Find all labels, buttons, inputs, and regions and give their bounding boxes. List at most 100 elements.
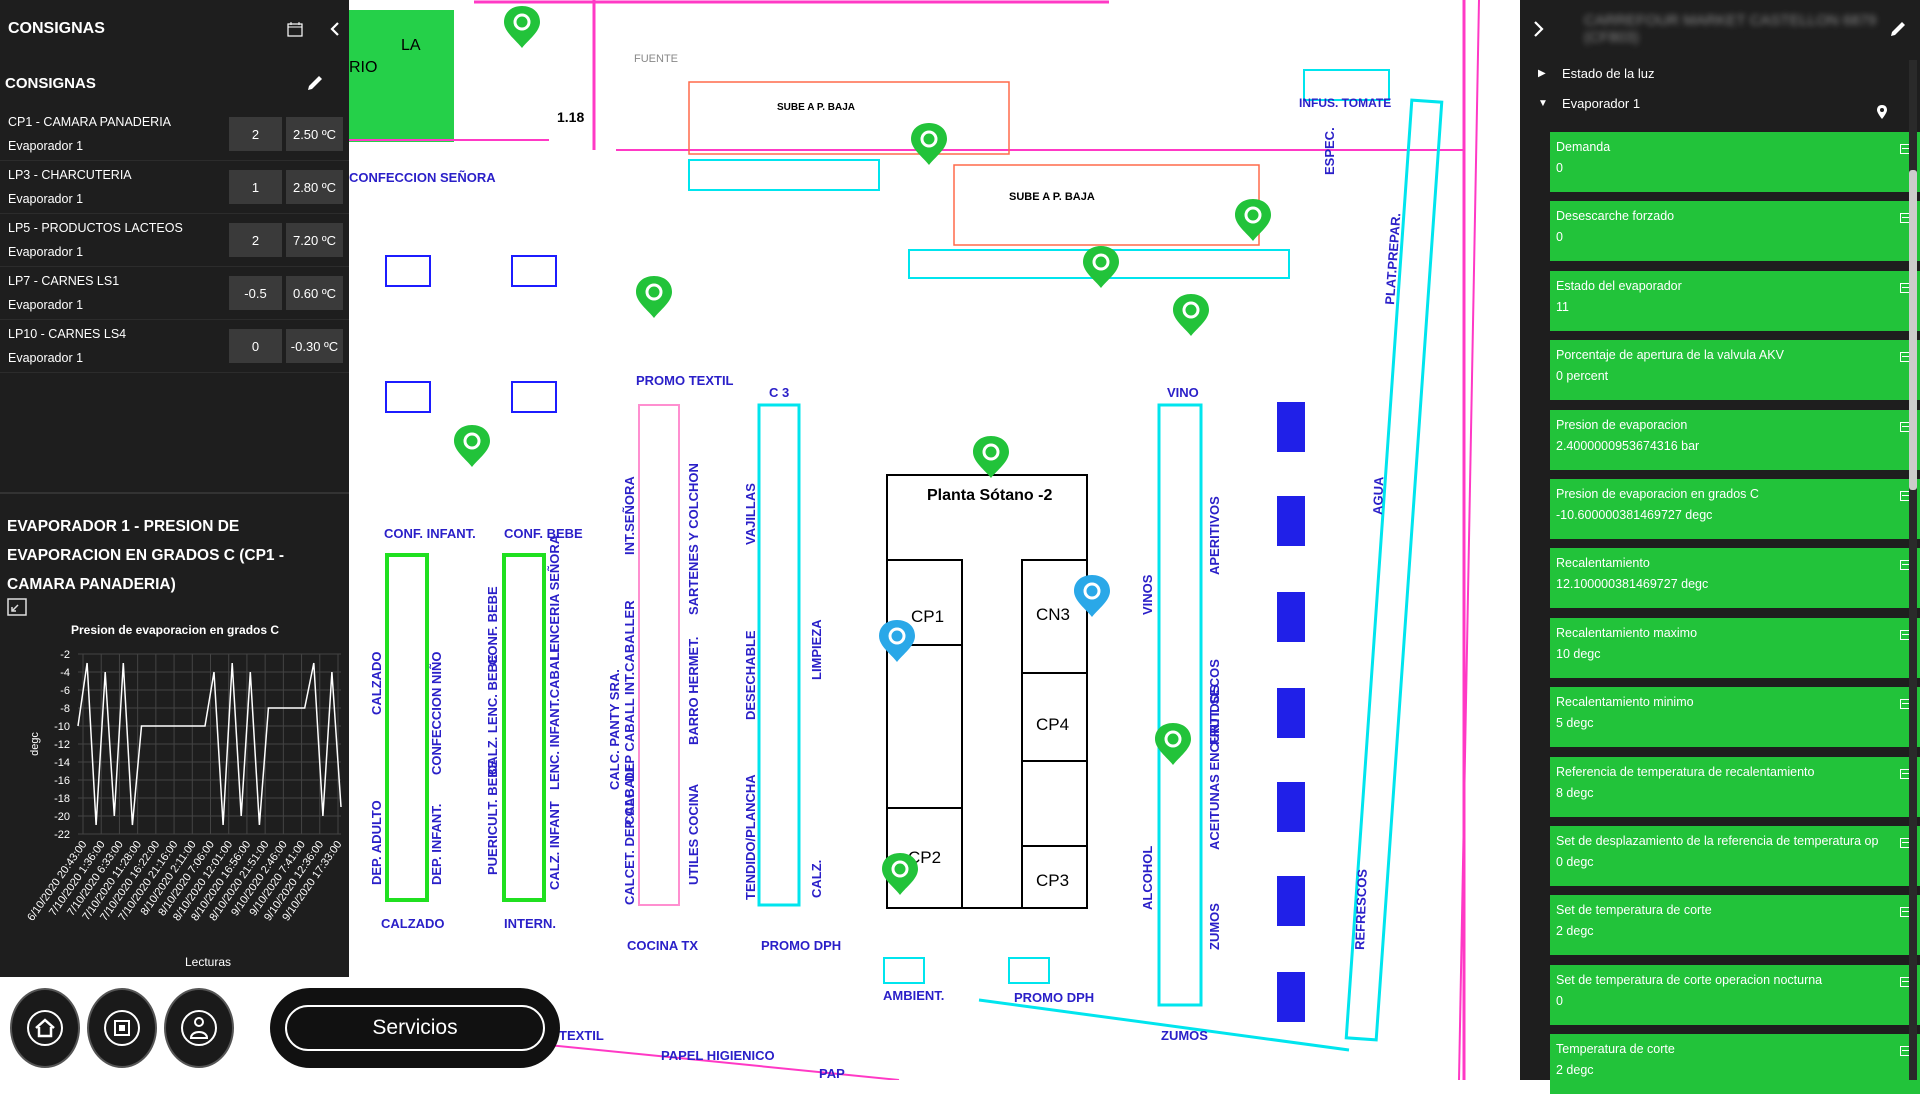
calendar-icon[interactable] bbox=[287, 21, 303, 37]
sensor-pin[interactable] bbox=[911, 123, 947, 165]
selected-sensor-pin[interactable] bbox=[879, 620, 915, 662]
edit-icon[interactable] bbox=[305, 73, 325, 93]
panel-title: CONSIGNAS bbox=[8, 20, 105, 37]
setpoint-value[interactable]: 1 bbox=[229, 170, 282, 204]
sensor-pin[interactable] bbox=[1173, 294, 1209, 336]
chevron-left-icon[interactable] bbox=[329, 21, 341, 37]
chart-section-title: EVAPORADOR 1 - PRESION DE EVAPORACION EN… bbox=[7, 518, 285, 593]
tree-item[interactable]: ▶Estado de la luz bbox=[1520, 58, 1920, 88]
label-calz: CALZ. bbox=[809, 860, 824, 898]
y-tick-label: -16 bbox=[54, 775, 70, 787]
pallet bbox=[1277, 972, 1305, 1022]
setpoint-value[interactable]: 2 bbox=[229, 117, 282, 151]
setpoint-value[interactable]: -0.5 bbox=[229, 276, 282, 310]
variable-value: 11 bbox=[1556, 299, 1569, 314]
shelf-cyan bbox=[1344, 98, 1444, 1042]
setpoint-sub: Evaporador 1 bbox=[8, 351, 84, 365]
variable-card[interactable]: Set de temperatura de corte operacion no… bbox=[1550, 964, 1920, 1025]
label-cocina: COCINA TX bbox=[627, 938, 698, 953]
label-cp3: CP3 bbox=[1036, 871, 1069, 890]
variable-value: 0 bbox=[1556, 161, 1563, 175]
y-tick-label: -8 bbox=[60, 703, 70, 715]
y-tick-label: -14 bbox=[54, 757, 70, 769]
pallet bbox=[1277, 496, 1305, 546]
sensor-pin[interactable] bbox=[504, 6, 540, 48]
setpoint-value[interactable]: 2 bbox=[229, 223, 282, 257]
tree-label: Evaporador 1 bbox=[1562, 95, 1641, 111]
variable-label: Presion de evaporacion bbox=[1556, 417, 1688, 432]
setpoint-name: LP3 - CHARCUTERIA bbox=[8, 168, 132, 182]
setpoint-name: LP5 - PRODUCTOS LACTEOS bbox=[8, 221, 183, 235]
variable-card[interactable]: Porcentaje de apertura de la valvula AKV… bbox=[1550, 340, 1920, 401]
services-button[interactable]: Servicios bbox=[270, 988, 560, 1068]
variable-label: Recalentamiento minimo bbox=[1556, 695, 1694, 710]
label-aperitivos: APERITIVOS bbox=[1207, 496, 1222, 575]
label-la: LA bbox=[401, 37, 421, 54]
label-cp1: CP1 bbox=[911, 607, 944, 626]
escalator bbox=[688, 159, 880, 191]
label-int-senora: INT.SEÑORA bbox=[622, 476, 637, 555]
sensor-pin[interactable] bbox=[882, 853, 918, 895]
section-header: CONSIGNAS bbox=[0, 58, 349, 108]
series-line bbox=[77, 662, 342, 826]
label-calc-panty: CALC. PANTY SRA. bbox=[607, 669, 622, 790]
variable-card[interactable]: Set de desplazamiento de la referencia d… bbox=[1550, 826, 1920, 886]
stairs-down bbox=[953, 164, 1260, 246]
variable-label: Desescarche forzado bbox=[1556, 209, 1675, 224]
variable-value: 12.100000381469727 degc bbox=[1556, 577, 1709, 592]
sensor-pin[interactable] bbox=[973, 436, 1009, 478]
display-unit bbox=[511, 381, 557, 413]
home-button[interactable] bbox=[10, 988, 80, 1068]
scrollbar[interactable] bbox=[1909, 60, 1917, 1080]
y-tick-label: -22 bbox=[54, 829, 70, 841]
pallet bbox=[1277, 782, 1305, 832]
pallet bbox=[1277, 876, 1305, 926]
floor-plan-map[interactable]: Planta Sótano -2 CP1 CP2 CP3 CP4 CN3 SUB… bbox=[349, 0, 1520, 1080]
label-limpieza: LIMPIEZA bbox=[809, 619, 824, 680]
variable-card[interactable]: Presion de evaporacion en grados C-10.60… bbox=[1550, 479, 1920, 539]
user-button[interactable] bbox=[164, 988, 234, 1068]
variable-value: 10 degc bbox=[1556, 646, 1601, 661]
label-dep-adulto: DEP. ADULTO bbox=[369, 800, 384, 885]
display-unit bbox=[385, 381, 431, 413]
sensor-pin[interactable] bbox=[454, 425, 490, 467]
selected-sensor-pin[interactable] bbox=[1074, 575, 1110, 617]
expand-icon[interactable] bbox=[7, 598, 27, 616]
tree-label: Estado de la luz bbox=[1562, 65, 1655, 81]
tree-item[interactable]: ▼Evaporador 1 bbox=[1520, 88, 1920, 118]
variable-card[interactable]: Referencia de temperatura de recalentami… bbox=[1550, 756, 1920, 817]
label-calzado: CALZADO bbox=[381, 916, 445, 931]
y-tick-label: -6 bbox=[60, 685, 70, 697]
sensor-pin[interactable] bbox=[1155, 723, 1191, 765]
chevron-right-icon[interactable] bbox=[1532, 20, 1546, 38]
edit-icon[interactable] bbox=[1888, 19, 1908, 39]
y-tick-label: -4 bbox=[60, 667, 70, 679]
label-ambient: AMBIENT. bbox=[883, 988, 944, 1003]
label-interm: INTERN. bbox=[504, 916, 556, 931]
setpoint-value[interactable]: 0 bbox=[229, 329, 282, 363]
sensor-pin[interactable] bbox=[1083, 246, 1119, 288]
label-infus: INFUS. TOMATE bbox=[1299, 96, 1391, 110]
location-pin-icon[interactable] bbox=[1876, 104, 1888, 120]
sensor-pin[interactable] bbox=[1235, 199, 1271, 241]
focus-button[interactable] bbox=[87, 988, 157, 1068]
setpoint-temp: -0.30 ºC bbox=[286, 329, 343, 363]
setpoint-sub: Evaporador 1 bbox=[8, 245, 84, 259]
label-vajillas: VAJILLAS bbox=[743, 483, 758, 545]
sensor-pin[interactable] bbox=[636, 276, 672, 318]
